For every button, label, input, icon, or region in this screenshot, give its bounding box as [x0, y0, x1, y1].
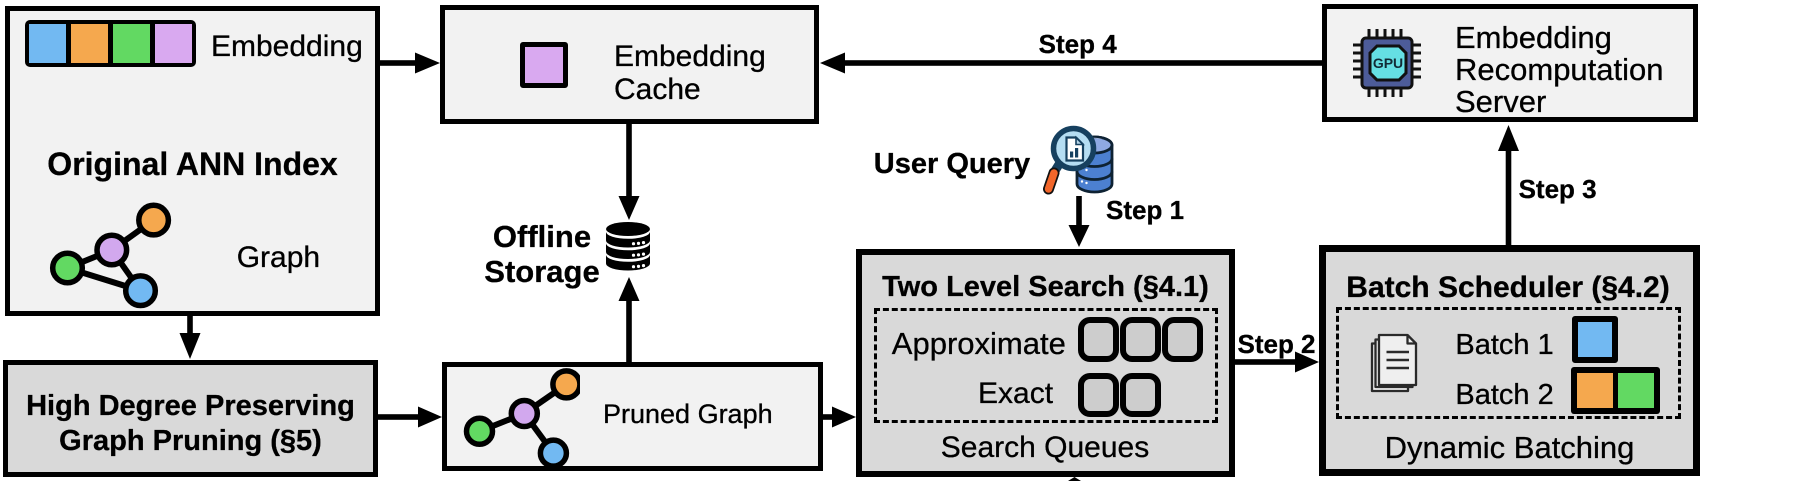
svg-text:GPU: GPU: [1373, 55, 1403, 71]
